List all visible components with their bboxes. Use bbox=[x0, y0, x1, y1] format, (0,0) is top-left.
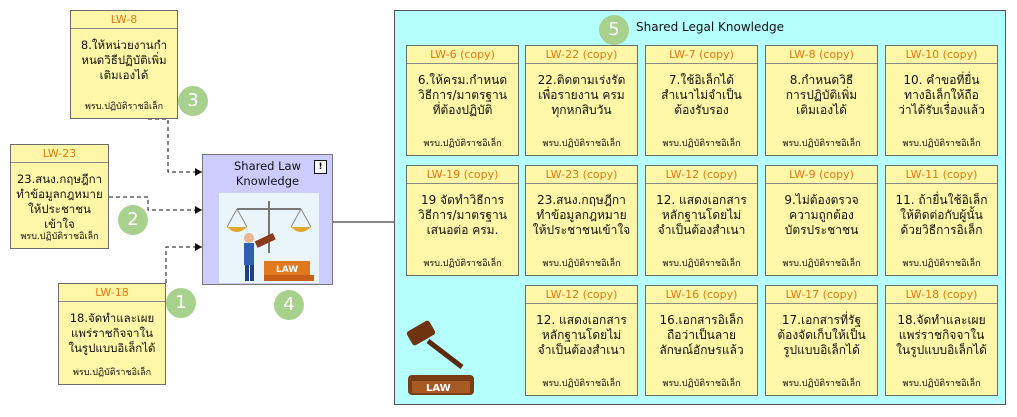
note-footer: พรบ.ปฏิบัติราชอิเล็ก bbox=[542, 379, 621, 389]
note-body: 19 จัดทำวิธีการ วิธีการ/มาตรฐาน เสนอต่อ … bbox=[417, 193, 507, 237]
note-footer: พรบ.ปฏิบัติราชอิเล็ก bbox=[72, 368, 152, 378]
copy-note[interactable]: LW-18 (copy) 18.จัดทำและเผย แพร่ราชกิจจาใ… bbox=[885, 285, 998, 396]
note-id: LW-23 (copy) bbox=[526, 166, 637, 184]
note-footer: พรบ.ปฏิบัติราชอิเล็ก bbox=[423, 139, 502, 149]
note-body: 16.เอกสารอิเล็ก ถือว่าเป็นลาย ลักษณ์อักษ… bbox=[659, 313, 744, 357]
note-id: LW-8 (copy) bbox=[766, 46, 877, 64]
note-body: 17.เอกสารที่รัฐ ต้องจัดเก็บให้เป็น รูปแบ… bbox=[777, 313, 866, 357]
note-lw18[interactable]: LW-18 18.จัดทำและเผย แพร่ราชกิจจาใน ในรู… bbox=[58, 283, 166, 385]
note-body: 18.จัดทำและเผย แพร่ราชกิจจาใน ในรูปแบบอิ… bbox=[896, 313, 987, 357]
connector-lw23 bbox=[109, 196, 202, 211]
note-body: 11. ถ้ายื่นใช้อิเล็ก ให้ติดต่อกับผู้นั้น… bbox=[895, 193, 988, 237]
note-id: LW-6 (copy) bbox=[407, 46, 518, 64]
copy-note[interactable]: LW-6 (copy) 6.ให้ครม.กำหนด วิธีการ/มาตรฐา… bbox=[406, 45, 519, 156]
note-body: 22.ติดตามเร่งรัด เพื่อรายงาน ครม ทุกหกสิ… bbox=[537, 73, 626, 117]
copy-note[interactable]: LW-16 (copy) 16.เอกสารอิเล็ก ถือว่าเป็นลา… bbox=[645, 285, 758, 396]
note-footer: พรบ.ปฏิบัติราชอิเล็ก bbox=[662, 379, 741, 389]
copy-note[interactable]: LW-12 (copy) 12. แสดงเอกสาร หลักฐานโดยไม่… bbox=[525, 285, 638, 396]
note-footer: พรบ.ปฏิบัติราชอิเล็ก bbox=[902, 259, 981, 269]
note-id: LW-7 (copy) bbox=[646, 46, 757, 64]
note-id: LW-12 (copy) bbox=[526, 286, 637, 304]
note-body: 9.ไม่ต้องตรวจ ความถูกต้อง บัตรประชาชน bbox=[784, 193, 859, 237]
note-id: LW-10 (copy) bbox=[886, 46, 997, 64]
note-id: LW-18 bbox=[59, 284, 165, 302]
note-footer: พรบ.ปฏิบัติราชอิเล็ก bbox=[20, 232, 99, 242]
note-body: 23.สนง.กฤษฎีกา ทำข้อมูลกฎหมาย ให้ประชาชน… bbox=[16, 172, 103, 231]
note-footer: พรบ.ปฏิบัติราชอิเล็ก bbox=[902, 139, 981, 149]
note-footer: พรบ.ปฏิบัติราชอิเล็ก bbox=[662, 259, 741, 269]
note-id: LW-8 bbox=[71, 11, 177, 29]
gavel-law-label: LAW bbox=[426, 383, 451, 394]
shared-law-knowledge-node[interactable]: Shared Law Knowledge ! LAW bbox=[202, 154, 333, 285]
container-title: Shared Legal Knowledge bbox=[636, 20, 785, 34]
copy-note[interactable]: LW-9 (copy) 9.ไม่ต้องตรวจ ความถูกต้อง บัต… bbox=[765, 165, 878, 276]
note-id: LW-17 (copy) bbox=[766, 286, 877, 304]
note-body: 12. แสดงเอกสาร หลักฐานโดยไม่ จำเป็นต้องส… bbox=[536, 313, 627, 357]
note-id: LW-16 (copy) bbox=[646, 286, 757, 304]
note-footer: พรบ.ปฏิบัติราชอิเล็ก bbox=[782, 259, 861, 269]
note-footer: พรบ.ปฏิบัติราชอิเล็ก bbox=[782, 139, 861, 149]
note-footer: พรบ.ปฏิบัติราชอิเล็ก bbox=[782, 379, 861, 389]
copy-note[interactable]: LW-11 (copy) 11. ถ้ายื่นใช้อิเล็ก ให้ติดต… bbox=[885, 165, 998, 276]
badge-2: 2 bbox=[118, 205, 148, 235]
note-footer: พรบ.ปฏิบัติราชอิเล็ก bbox=[902, 379, 981, 389]
law-illustration: LAW bbox=[219, 193, 319, 283]
note-body: 12. แสดงเอกสาร หลักฐานโดยไม่ จำเป็นต้องส… bbox=[656, 193, 747, 237]
note-id: LW-22 (copy) bbox=[526, 46, 637, 64]
center-law-label: LAW bbox=[276, 265, 298, 275]
note-footer: พรบ.ปฏิบัติราชอิเล็ก bbox=[84, 102, 164, 112]
note-body: 6.ให้ครม.กำหนด วิธีการ/มาตรฐาน ที่ต้องปฏ… bbox=[417, 73, 508, 117]
badge-5: 5 bbox=[599, 15, 629, 45]
note-id: LW-9 (copy) bbox=[766, 166, 877, 184]
note-footer: พรบ.ปฏิบัติราชอิเล็ก bbox=[423, 259, 502, 269]
badge-3: 3 bbox=[178, 86, 208, 116]
gavel-illustration: LAW bbox=[406, 320, 474, 395]
copy-note[interactable]: LW-12 (copy) 12. แสดงเอกสาร หลักฐานโดยไม่… bbox=[645, 165, 758, 276]
copy-note[interactable]: LW-23 (copy) 23.สนง.กฤษฎีกา ทำข้อมูลกฎหมา… bbox=[525, 165, 638, 276]
connector-lw23-arrow bbox=[195, 206, 202, 214]
connector-lw18 bbox=[165, 246, 202, 283]
note-footer: พรบ.ปฏิบัติราชอิเล็ก bbox=[542, 259, 621, 269]
note-id: LW-19 (copy) bbox=[407, 166, 518, 184]
note-body: 7.ใช้อิเล็กได้ สำเนาไม่จำเป็น ต้องรับรอง bbox=[661, 73, 742, 117]
copy-note[interactable]: LW-19 (copy) 19 จัดทำวิธีการ วิธีการ/มาตร… bbox=[406, 165, 519, 276]
note-lw8[interactable]: LW-8 8.ให้หน่วยงานกำ หนดวิธีปฏิบัติเพิ่ม… bbox=[70, 10, 178, 119]
copy-note[interactable]: LW-22 (copy) 22.ติดตามเร่งรัด เพื่อรายงาน… bbox=[525, 45, 638, 156]
note-body: 10. คำขอที่ยื่น ทางอิเล็กให้ถือ ว่าได้รั… bbox=[898, 73, 985, 117]
note-id: LW-11 (copy) bbox=[886, 166, 997, 184]
center-title: Shared Law Knowledge bbox=[233, 159, 301, 188]
copy-note[interactable]: LW-7 (copy) 7.ใช้อิเล็กได้ สำเนาไม่จำเป็น… bbox=[645, 45, 758, 156]
badge-4: 4 bbox=[274, 290, 304, 320]
note-id: LW-12 (copy) bbox=[646, 166, 757, 184]
note-body: 8.กำหนดวิธี การปฏิบัติเพิ่ม เติมเองได้ bbox=[785, 73, 858, 117]
copy-note[interactable]: LW-10 (copy) 10. คำขอที่ยื่น ทางอิเล็กให้… bbox=[885, 45, 998, 156]
connector-lw8-arrow bbox=[195, 168, 202, 176]
connector-lw8 bbox=[148, 118, 202, 173]
connector-lw18-arrow bbox=[195, 243, 202, 251]
info-icon[interactable]: ! bbox=[314, 160, 327, 174]
note-lw23[interactable]: LW-23 23.สนง.กฤษฎีกา ทำข้อมูลกฎหมาย ให้ป… bbox=[10, 144, 109, 249]
note-footer: พรบ.ปฏิบัติราชอิเล็ก bbox=[542, 139, 621, 149]
note-footer: พรบ.ปฏิบัติราชอิเล็ก bbox=[662, 139, 741, 149]
copy-note[interactable]: LW-8 (copy) 8.กำหนดวิธี การปฏิบัติเพิ่ม เ… bbox=[765, 45, 878, 156]
note-body: 8.ให้หน่วยงานกำ หนดวิธีปฏิบัติเพิ่ม เติม… bbox=[80, 38, 168, 82]
copy-note[interactable]: LW-17 (copy) 17.เอกสารที่รัฐ ต้องจัดเก็บใ… bbox=[765, 285, 878, 396]
note-id: LW-18 (copy) bbox=[886, 286, 997, 304]
note-body: 18.จัดทำและเผย แพร่ราชกิจจาใน ในรูปแบบอิ… bbox=[68, 311, 156, 355]
badge-1: 1 bbox=[166, 288, 196, 318]
note-id: LW-23 bbox=[11, 145, 108, 163]
note-body: 23.สนง.กฤษฎีกา ทำข้อมูลกฎหมาย ให้ประชาชน… bbox=[532, 193, 631, 237]
